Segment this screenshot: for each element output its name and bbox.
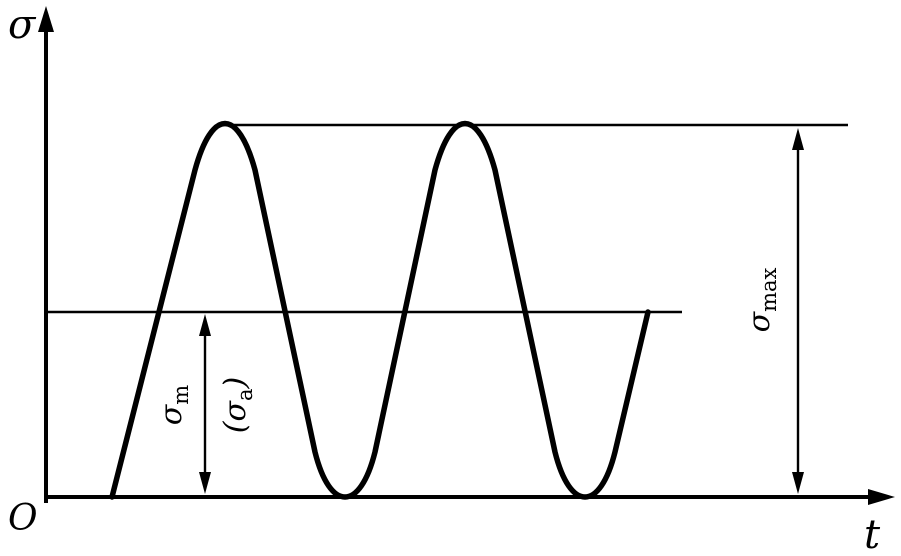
sigma-a-base: (σ	[218, 400, 253, 434]
max-stress-dimension	[792, 128, 804, 494]
sigma-max-arrowhead-top	[792, 128, 804, 150]
sigma-a-subscript: a	[233, 389, 257, 402]
origin-label: O	[8, 498, 38, 539]
x-axis-arrowhead	[868, 489, 895, 505]
sigma-m-arrowhead-bottom	[199, 472, 211, 494]
sigma-m-subscript: m	[169, 385, 193, 405]
sigma-a-label: (σa)	[218, 377, 257, 433]
sigma-max-subscript: max	[757, 267, 781, 311]
mean-stress-dimension	[199, 314, 211, 494]
y-axis-arrowhead	[38, 6, 54, 32]
x-axis-label: t	[864, 512, 881, 556]
sigma-m-base: σ	[154, 403, 189, 425]
axes	[38, 6, 895, 505]
sigma-a-close: )	[218, 377, 253, 390]
sigma-m-arrowhead-top	[199, 314, 211, 336]
sigma-m-label: σm	[154, 385, 193, 425]
y-axis-label: σ	[8, 2, 37, 48]
sigma-max-base: σ	[742, 310, 777, 332]
stress-waveform	[109, 121, 651, 500]
sigma-max-label: σmax	[742, 267, 781, 332]
sigma-max-arrowhead-bottom	[792, 472, 804, 494]
